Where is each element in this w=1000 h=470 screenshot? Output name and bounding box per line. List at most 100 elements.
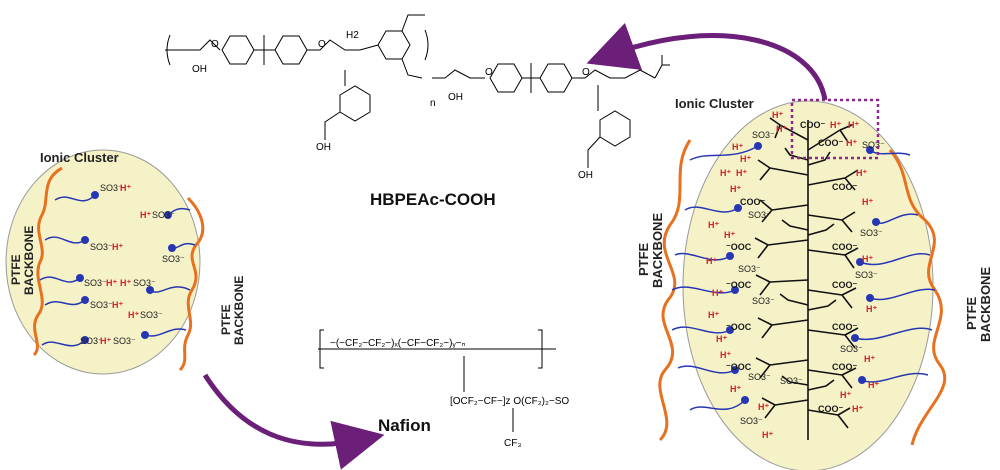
left-sulfonate-dot-9 [141, 331, 149, 339]
right-chain-l4 [671, 286, 736, 294]
left-ptfe-backbone-left [32, 166, 63, 357]
right-hplus-15: H⁺ [862, 254, 873, 264]
right-hplus-25: H⁺ [758, 402, 769, 412]
left-so3-7: SO3⁻ [90, 300, 113, 310]
bracket-top-right [424, 29, 429, 61]
hbpeac-o-3: O [485, 67, 493, 78]
chain-ether-1 [307, 39, 360, 51]
left-ptfe-word: PTFE [9, 254, 23, 285]
right-hplus-3: H⁺ [830, 120, 841, 130]
highlight-box [790, 98, 880, 160]
right-chain-l1 [689, 145, 759, 161]
left-sulfonate-dot-6 [164, 211, 172, 219]
left-sulfonate-dot-5 [81, 336, 89, 344]
left-so3-5: SO3⁻ [84, 278, 107, 288]
right-backbone-word: BACKBONE [650, 213, 665, 288]
cyclohexene-ring-2 [599, 110, 631, 147]
nafion-side-chain-text: [OCF₂−CF−]z O(CF₂)₂−SO [450, 396, 569, 407]
right-dot-8 [866, 146, 874, 154]
right-coo-2: COO⁻ [818, 138, 844, 148]
right-so3-9: SO3⁻ [748, 372, 771, 382]
left-so3-3: SO3⁻ [90, 242, 113, 252]
right-cluster-title: Ionic Cluster [675, 96, 754, 111]
left-hplus-4: H⁺ [106, 278, 117, 288]
right-coo-4: COO⁻ [832, 182, 858, 192]
right-so3-7: SO3⁻ [752, 296, 775, 306]
right-hplus-27: H⁺ [852, 404, 863, 414]
right-hplus-22: H⁺ [720, 350, 731, 360]
left-sulfonate-dot-4 [81, 296, 89, 304]
left-ptfe-backbone-right [178, 196, 205, 372]
hbpeac-structure [165, 14, 670, 168]
right-chain-r6 [861, 372, 929, 383]
right-so3-10: SO3⁻ [780, 376, 803, 386]
right-hplus-13: H⁺ [708, 220, 719, 230]
benzene-ring-1 [221, 35, 255, 65]
right-ptfe-word: PTFE [636, 242, 651, 276]
left-hplus-6: H⁺ [112, 300, 123, 310]
right-ionic-cluster: COO⁻ COO⁻ COO⁻ COO⁻ ⁻OOC COO⁻ ⁻OOC COO⁻ … [636, 96, 993, 470]
hbpeac-oh-1: OH [192, 64, 207, 75]
left-chain-3 [39, 276, 81, 283]
left-so3-9: SO3⁻ [80, 336, 103, 346]
right-dot-1 [754, 142, 762, 150]
right-hplus-6: H⁺ [732, 142, 743, 152]
right-dot-2 [734, 204, 742, 212]
right-dot-6 [731, 366, 739, 374]
right-so3-1: SO3⁻ [752, 130, 775, 140]
right-dot-5 [726, 326, 734, 334]
right-ooc-2: ⁻OOC [726, 280, 752, 290]
right-hplus-28: H⁺ [762, 430, 773, 440]
right-dot-9 [872, 218, 880, 226]
left-chain-1 [54, 194, 96, 202]
right-coo-6: COO⁻ [832, 280, 858, 290]
right-hplus-26: H⁺ [840, 390, 851, 400]
hbpeac-oh-4: OH [578, 170, 593, 181]
right-so3-3: SO3⁻ [748, 210, 771, 220]
right-ptfe-backbone-right [888, 149, 947, 446]
right-dot-10 [856, 258, 864, 266]
right-so3-4: SO3⁻ [860, 228, 883, 238]
right-coo-5: COO⁻ [832, 242, 858, 252]
methacrylate [654, 55, 670, 79]
right-hplus-21: H⁺ [864, 354, 875, 364]
left-sulfonate-dot-2 [81, 236, 89, 244]
right-chain-l7 [689, 399, 746, 411]
cooh-branch-2 [587, 85, 601, 168]
left-sulfonate-dot-3 [76, 274, 84, 282]
left-ptfe-word-2: PTFE [219, 304, 233, 335]
left-sulfonate-dot-8 [146, 286, 154, 294]
right-dot-4 [731, 286, 739, 294]
right-so3-8: SO3⁻ [840, 344, 863, 354]
right-so3-11: SO3⁻ [740, 416, 763, 426]
bracket-top-left [166, 34, 171, 66]
left-hplus-3: H⁺ [112, 242, 123, 252]
right-hplus-2: H⁺ [776, 124, 787, 134]
left-so3-4: SO3⁻ [162, 254, 185, 264]
left-so3-1: SO3⁻ [100, 183, 123, 193]
right-chain-l3 [674, 252, 731, 261]
right-hplus-18: H⁺ [866, 304, 877, 314]
right-chain-l6 [677, 365, 736, 374]
left-cluster-title: Ionic Cluster [40, 150, 119, 165]
left-so3-6: SO3⁻ [133, 278, 156, 288]
left-chain-4 [44, 299, 86, 306]
nafion-structure: −(−CF₂−CF₂−)ₓ(−CF−CF₂−)ᵧ−ₙ [OCF₂−CF−]z O… [318, 329, 569, 449]
left-hplus-5: H⁺ [120, 278, 131, 288]
right-hplus-20: H⁺ [716, 334, 727, 344]
ester-up [401, 14, 425, 32]
right-hplus-10: H⁺ [856, 168, 867, 178]
nafion-cf3-text: CF₃ [504, 438, 521, 449]
hbpeac-title: HBPEAc-COOH [370, 190, 496, 209]
benzene-ring-5 [539, 63, 573, 93]
right-hplus-5: H⁺ [846, 138, 857, 148]
left-hplus-2: H⁺ [140, 210, 151, 220]
left-backbone-word: BACKBONE [22, 226, 36, 295]
benzene-ring-3 [377, 30, 411, 60]
right-ptfe-backbone-left [658, 139, 692, 442]
right-hplus-23: H⁺ [730, 384, 741, 394]
right-hplus-8: H⁺ [720, 168, 731, 178]
right-hplus-17: H⁺ [712, 288, 723, 298]
left-cluster-ellipse [5, 149, 201, 375]
